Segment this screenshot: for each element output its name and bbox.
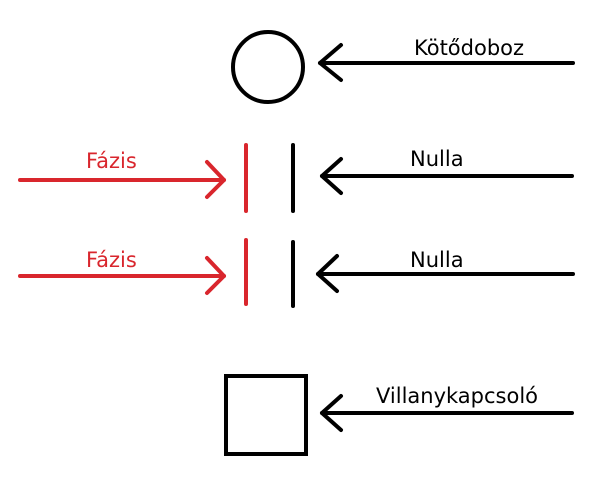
light-switch-square bbox=[224, 374, 308, 456]
neutral-label-1: Nulla bbox=[410, 147, 464, 171]
phase-arrow-2 bbox=[18, 256, 226, 295]
junction-box-arrow bbox=[318, 43, 575, 82]
light-switch-arrow bbox=[320, 394, 574, 432]
phase-label-1: Fázis bbox=[86, 149, 137, 173]
neutral-label-2: Nulla bbox=[410, 248, 464, 272]
junction-box-circle bbox=[231, 30, 305, 104]
phase-label-2: Fázis bbox=[86, 248, 137, 272]
light-switch-label: Villanykapcsoló bbox=[376, 384, 539, 408]
phase-arrow-1 bbox=[18, 160, 226, 199]
neutral-arrow-2 bbox=[316, 254, 575, 293]
junction-box-label: Kötődoboz bbox=[414, 36, 525, 60]
neutral-arrow-1 bbox=[320, 157, 574, 195]
